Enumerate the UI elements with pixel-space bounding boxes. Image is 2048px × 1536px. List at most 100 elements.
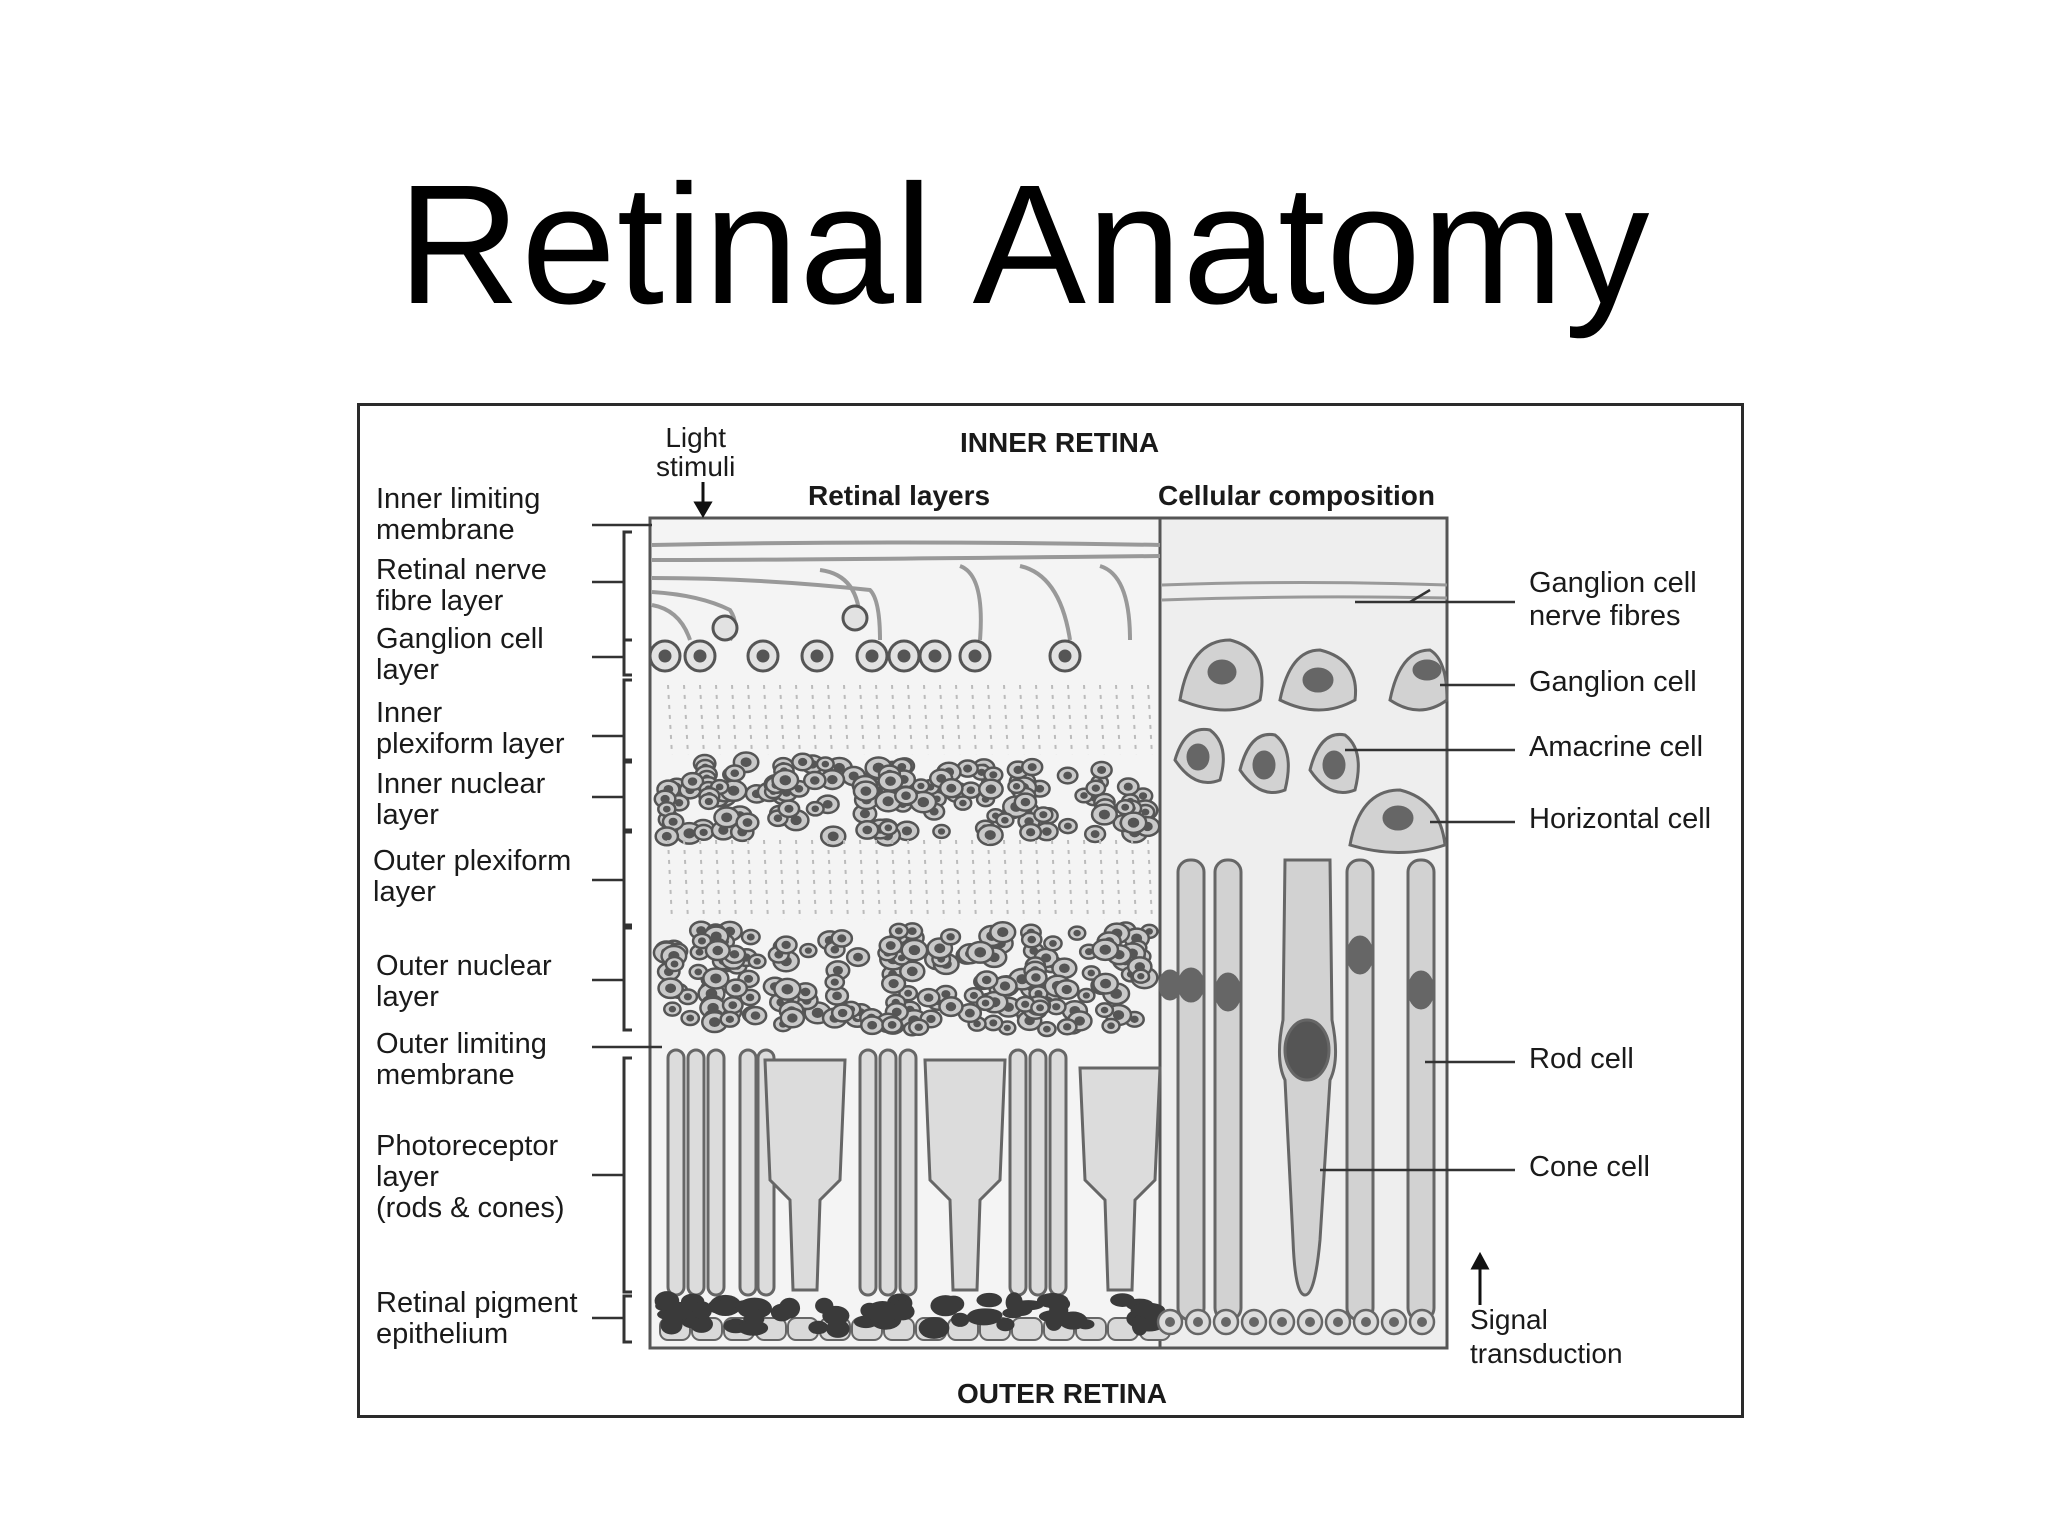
- nucleus-core: [798, 757, 808, 767]
- nucleus-core: [837, 1008, 848, 1018]
- outer-retina-header: OUTER RETINA: [957, 1378, 1167, 1409]
- nucleus-core: [731, 983, 741, 993]
- plexiform-fibre: [987, 684, 993, 756]
- inner-nuclear-layer: [653, 751, 1161, 848]
- ganglion-nucleus: [756, 649, 770, 663]
- nucleus-core: [906, 966, 918, 977]
- nucleus-core: [686, 1014, 695, 1022]
- ganglion-nucleus: [897, 649, 911, 663]
- nucleus-core: [1107, 1022, 1115, 1030]
- nucleus-core: [1074, 1016, 1085, 1026]
- pigment-granule: [1131, 1315, 1148, 1336]
- layer-label-inner-limiting-membrane: Inner limiting membrane: [376, 483, 541, 546]
- plexiform-fibre: [1115, 839, 1121, 921]
- nucleus-core: [750, 1011, 761, 1020]
- rod-outer-segment: [686, 1048, 706, 1297]
- nucleus-core: [1112, 1010, 1125, 1021]
- rod-outer-segment: [706, 1048, 726, 1297]
- nucleus-core: [885, 941, 896, 950]
- nucleus-core: [725, 1015, 734, 1023]
- plexiform-fibre: [875, 684, 881, 756]
- pigment-granule: [682, 1317, 712, 1329]
- nucleus-core: [773, 814, 783, 823]
- nucleus-core: [744, 974, 754, 983]
- nucleus-core: [1020, 797, 1031, 807]
- nucleus-core: [687, 777, 698, 786]
- nucleus-core: [1035, 784, 1045, 793]
- ganglion-nucleus: [1058, 649, 1072, 663]
- plexiform-fibre: [1067, 839, 1073, 921]
- layer-label-outer-plexiform: Outer plexiform layer: [373, 845, 572, 908]
- nucleus-core: [999, 981, 1011, 991]
- nucleus-core: [1026, 828, 1036, 837]
- nucleus-core: [985, 784, 997, 794]
- pigment-granule: [707, 1299, 727, 1314]
- pigment-granule: [934, 1297, 961, 1312]
- ganglion-cell: [841, 604, 869, 632]
- plexiform-fibre: [683, 684, 689, 756]
- plexiform-fibre: [1051, 839, 1057, 921]
- plexiform-fibre: [859, 839, 865, 921]
- nucleus-core: [1013, 765, 1023, 774]
- nucleus-core: [1100, 978, 1112, 989]
- layer-label-nerve-fibre: Retinal nerve fibre layer: [376, 554, 547, 617]
- plexiform-fibre: [667, 684, 673, 756]
- nucleus-core: [908, 945, 921, 956]
- nucleus-core: [787, 1013, 798, 1023]
- pigment-granule: [808, 1320, 829, 1335]
- nucleus-core: [811, 1007, 824, 1019]
- nucleus-core: [779, 775, 792, 786]
- nucleus-core: [1138, 792, 1148, 800]
- nucleus-core: [946, 783, 957, 793]
- nucleus-core: [781, 940, 791, 950]
- rpe-nucleus: [1221, 1317, 1231, 1327]
- nucleus-core: [1080, 792, 1088, 799]
- nucleus-core: [740, 757, 752, 768]
- pigment-granule: [778, 1297, 801, 1319]
- layer-brackets: [622, 530, 632, 1344]
- nucleus-core: [937, 828, 946, 835]
- nucleus-core: [884, 824, 893, 832]
- nucleus-core: [728, 1001, 738, 1010]
- pigment-granule: [734, 1299, 766, 1311]
- nucleus-core: [727, 785, 740, 796]
- nucleus-core: [683, 828, 696, 839]
- outer-nuclear-layer: [652, 920, 1159, 1038]
- plexiform-fibre: [731, 684, 737, 756]
- nucleus-core: [867, 1020, 878, 1030]
- plexiform-fibre: [891, 839, 897, 921]
- layer-label-ganglion-cell: Ganglion cell layer: [376, 623, 544, 686]
- plexiform-fibre: [763, 839, 769, 921]
- plexiform-fibre: [939, 684, 945, 756]
- plexiform-fibre: [1099, 839, 1105, 921]
- outer-plexiform-texture: [667, 839, 1153, 921]
- layer-label-outer-limiting-membrane: Outer limiting membrane: [376, 1028, 547, 1091]
- pigment-granule: [1130, 1302, 1166, 1318]
- signal-arrow-icon: [1470, 1251, 1490, 1305]
- nucleus-core: [860, 786, 872, 796]
- pigment-granule: [866, 1301, 899, 1323]
- nucleus-core: [746, 933, 755, 941]
- nucleus-core: [1073, 929, 1081, 937]
- pigment-granule: [996, 1317, 1015, 1332]
- nucleus-core: [974, 947, 987, 958]
- nucleus-core: [709, 1017, 721, 1028]
- nucleus-core: [1003, 1024, 1011, 1032]
- ganglion-cell-row: [648, 604, 1082, 673]
- plexiform-fibre: [971, 684, 977, 756]
- plexiform-fibre: [731, 839, 737, 921]
- plexiform-fibre: [843, 684, 849, 756]
- plexiform-fibre: [667, 839, 673, 921]
- ganglion-nucleus: [968, 649, 982, 663]
- pigment-granule: [822, 1305, 850, 1326]
- rod-outer-segment: [1008, 1048, 1028, 1297]
- cell-label-rod: Rod cell: [1529, 1043, 1634, 1075]
- nucleus-core: [904, 989, 913, 997]
- nucleus-core: [923, 993, 934, 1002]
- plexiform-fibre: [1035, 839, 1041, 921]
- nucleus-core: [1097, 765, 1107, 774]
- nucleus-core: [837, 934, 847, 943]
- inner-retina-header: INNER RETINA: [960, 427, 1160, 458]
- nucleus-core: [984, 830, 996, 840]
